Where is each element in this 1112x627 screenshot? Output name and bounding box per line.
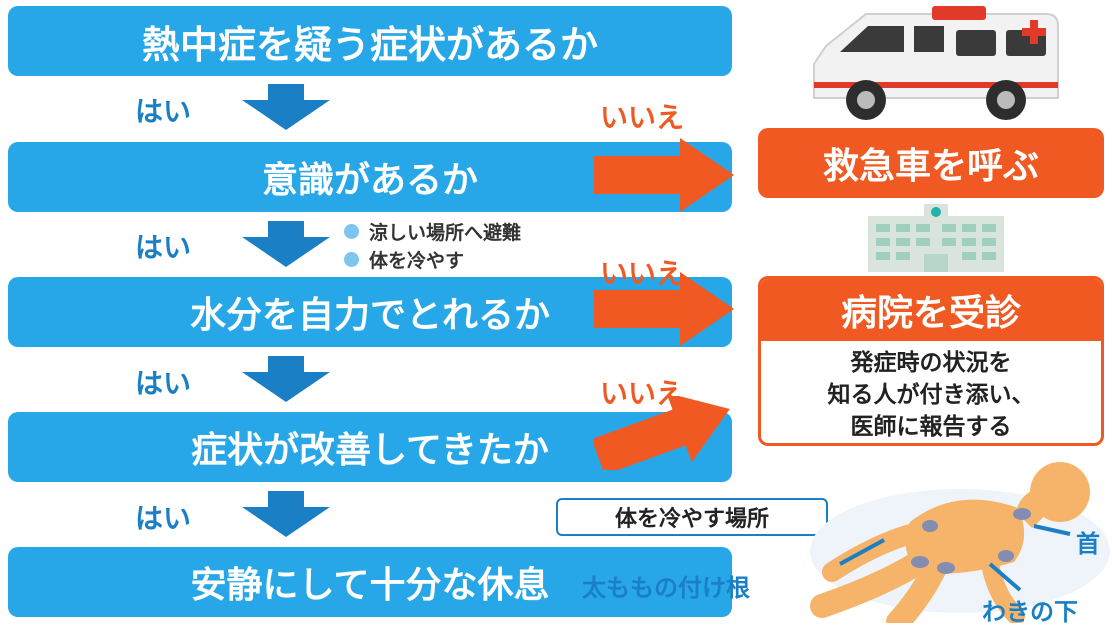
down-arrow-icon — [242, 491, 330, 537]
hospital-note-line-3: 医師に報告する — [850, 414, 1012, 440]
yes-label-2: はい — [135, 231, 192, 264]
step-3-label: 水分を自力でとれるか — [189, 295, 550, 336]
ambulance-icon — [813, 6, 1059, 120]
hospital-title-bar: 病院を受診 — [761, 279, 1101, 341]
cool-action-cool-body-label: 体を冷やす — [369, 250, 465, 272]
down-arrow-icon — [242, 84, 330, 130]
no-label-2: いいえ — [600, 257, 685, 290]
step-2-label: 意識があるか — [261, 160, 478, 201]
no-label-3: いいえ — [600, 377, 685, 410]
call-ambulance-box: 救急車を呼ぶ — [758, 128, 1104, 198]
hospital-note: 発症時の状況を 知る人が付き添い、 医師に報告する — [761, 341, 1101, 443]
no-label-1: いいえ — [600, 101, 685, 134]
call-ambulance-label: 救急車を呼ぶ — [822, 146, 1039, 187]
cooling-spot-neck: 首 — [1076, 530, 1100, 558]
right-arrow-icon — [594, 138, 734, 212]
right-arrow-icon — [594, 396, 730, 470]
cooling-spots-title: 体を冷やす場所 — [614, 507, 769, 532]
cooling-spot-groin: 太ももの付け根 — [582, 574, 750, 602]
body-figure-icon — [810, 462, 1110, 623]
yes-label-1: はい — [135, 95, 192, 128]
down-arrow-icon — [242, 221, 330, 267]
step-5-label: 安静にして十分な休息 — [190, 565, 550, 606]
hospital-title: 病院を受診 — [840, 293, 1021, 334]
cool-action-evacuate: 涼しい場所へ避難 — [344, 218, 521, 245]
yes-label-4: はい — [135, 502, 192, 535]
step-1-heatstroke-symptoms: 熱中症を疑う症状があるか — [8, 6, 732, 76]
hospital-note-line-1: 発症時の状況を — [850, 350, 1012, 376]
cooling-spot-armpit: わきの下 — [982, 598, 1078, 626]
right-arrow-icon — [594, 272, 734, 346]
cooling-spots-title-box: 体を冷やす場所 — [556, 498, 828, 536]
cool-action-cool-body: 体を冷やす — [344, 246, 464, 273]
down-arrow-icon — [242, 356, 330, 402]
hospital-building-icon — [868, 204, 1004, 272]
bullet-dot — [344, 252, 359, 267]
yes-label-3: はい — [135, 367, 192, 400]
step-1-label: 熱中症を疑う症状があるか — [141, 22, 598, 67]
hospital-box: 病院を受診 発症時の状況を 知る人が付き添い、 医師に報告する — [758, 276, 1104, 446]
step-5-rest: 安静にして十分な休息 — [8, 547, 732, 617]
bullet-dot — [344, 224, 359, 239]
step-4-improvement: 症状が改善してきたか — [8, 412, 732, 482]
hospital-note-line-2: 知る人が付き添い、 — [827, 382, 1035, 408]
step-4-label: 症状が改善してきたか — [191, 430, 549, 471]
cool-action-evacuate-label: 涼しい場所へ避難 — [369, 222, 522, 244]
